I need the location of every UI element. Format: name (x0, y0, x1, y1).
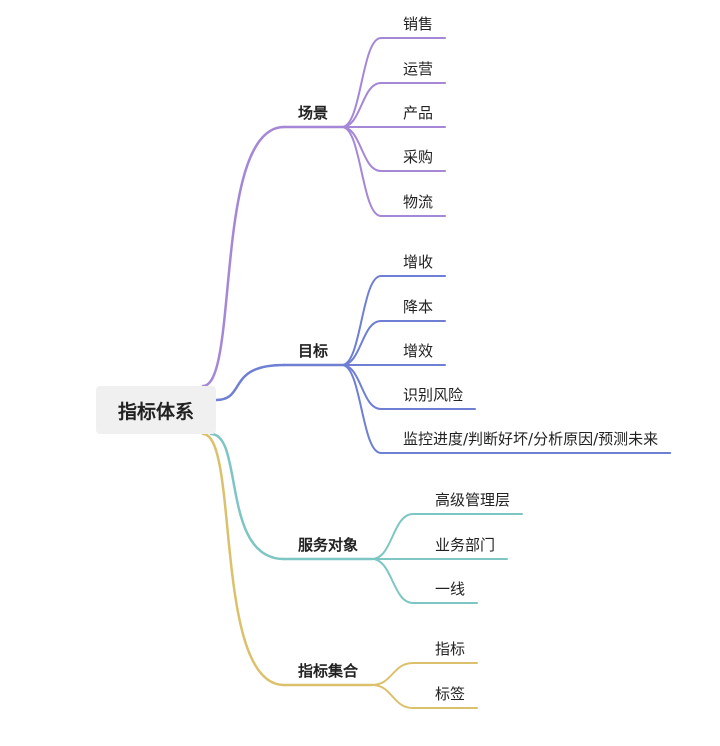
leaf-goal-4[interactable]: 识别风险 (403, 386, 464, 404)
connector-branch-0-leaf-4 (341, 126, 382, 217)
connector-root-branch-0 (201, 125, 286, 388)
branch-metric-set[interactable]: 指标集合 (298, 662, 359, 680)
leaf-audience-1[interactable]: 高级管理层 (435, 491, 511, 509)
leaf-scenario-4[interactable]: 采购 (403, 148, 434, 166)
connector-root-branch-2 (209, 432, 286, 561)
leaf-audience-2[interactable]: 业务部门 (435, 536, 496, 554)
leaf-scenario-2[interactable]: 运营 (403, 60, 434, 78)
leaf-metric-set-1[interactable]: 指标 (435, 640, 466, 658)
leaf-audience-3[interactable]: 一线 (435, 580, 466, 598)
connector-branch-0-leaf-1 (341, 82, 382, 128)
leaf-scenario-5[interactable]: 物流 (403, 193, 434, 211)
connector-branch-3-leaf-1 (371, 684, 414, 709)
connector-branch-2-leaf-2 (371, 558, 414, 604)
connector-branch-2-leaf-0 (371, 513, 414, 560)
leaf-scenario-1[interactable]: 销售 (403, 15, 434, 33)
leaf-scenario-3[interactable]: 产品 (403, 104, 434, 122)
connector-branch-0-leaf-3 (341, 126, 382, 172)
leaf-goal-3[interactable]: 增效 (403, 342, 434, 360)
root-node[interactable]: 指标体系 (96, 386, 216, 434)
connector-root-branch-3 (201, 432, 286, 687)
branch-goal[interactable]: 目标 (298, 342, 329, 360)
connector-branch-1-leaf-4 (341, 364, 382, 454)
connector-branch-3-leaf-0 (371, 662, 414, 686)
leaf-goal-1[interactable]: 增收 (403, 253, 434, 271)
leaf-metric-set-2[interactable]: 标签 (435, 685, 466, 703)
connector-branch-1-leaf-0 (341, 275, 382, 366)
root-label: 指标体系 (117, 400, 194, 423)
branch-scenario[interactable]: 场景 (298, 104, 329, 122)
connector-branch-0-leaf-0 (341, 37, 382, 128)
leaf-goal-5[interactable]: 监控进度/判断好坏/分析原因/预测未来 (403, 430, 659, 448)
connector-branch-1-leaf-3 (341, 364, 382, 410)
connector-root-branch-1 (214, 363, 286, 402)
branch-audience[interactable]: 服务对象 (298, 536, 359, 554)
leaf-goal-2[interactable]: 降本 (403, 298, 434, 316)
connector-branch-1-leaf-1 (341, 320, 382, 366)
